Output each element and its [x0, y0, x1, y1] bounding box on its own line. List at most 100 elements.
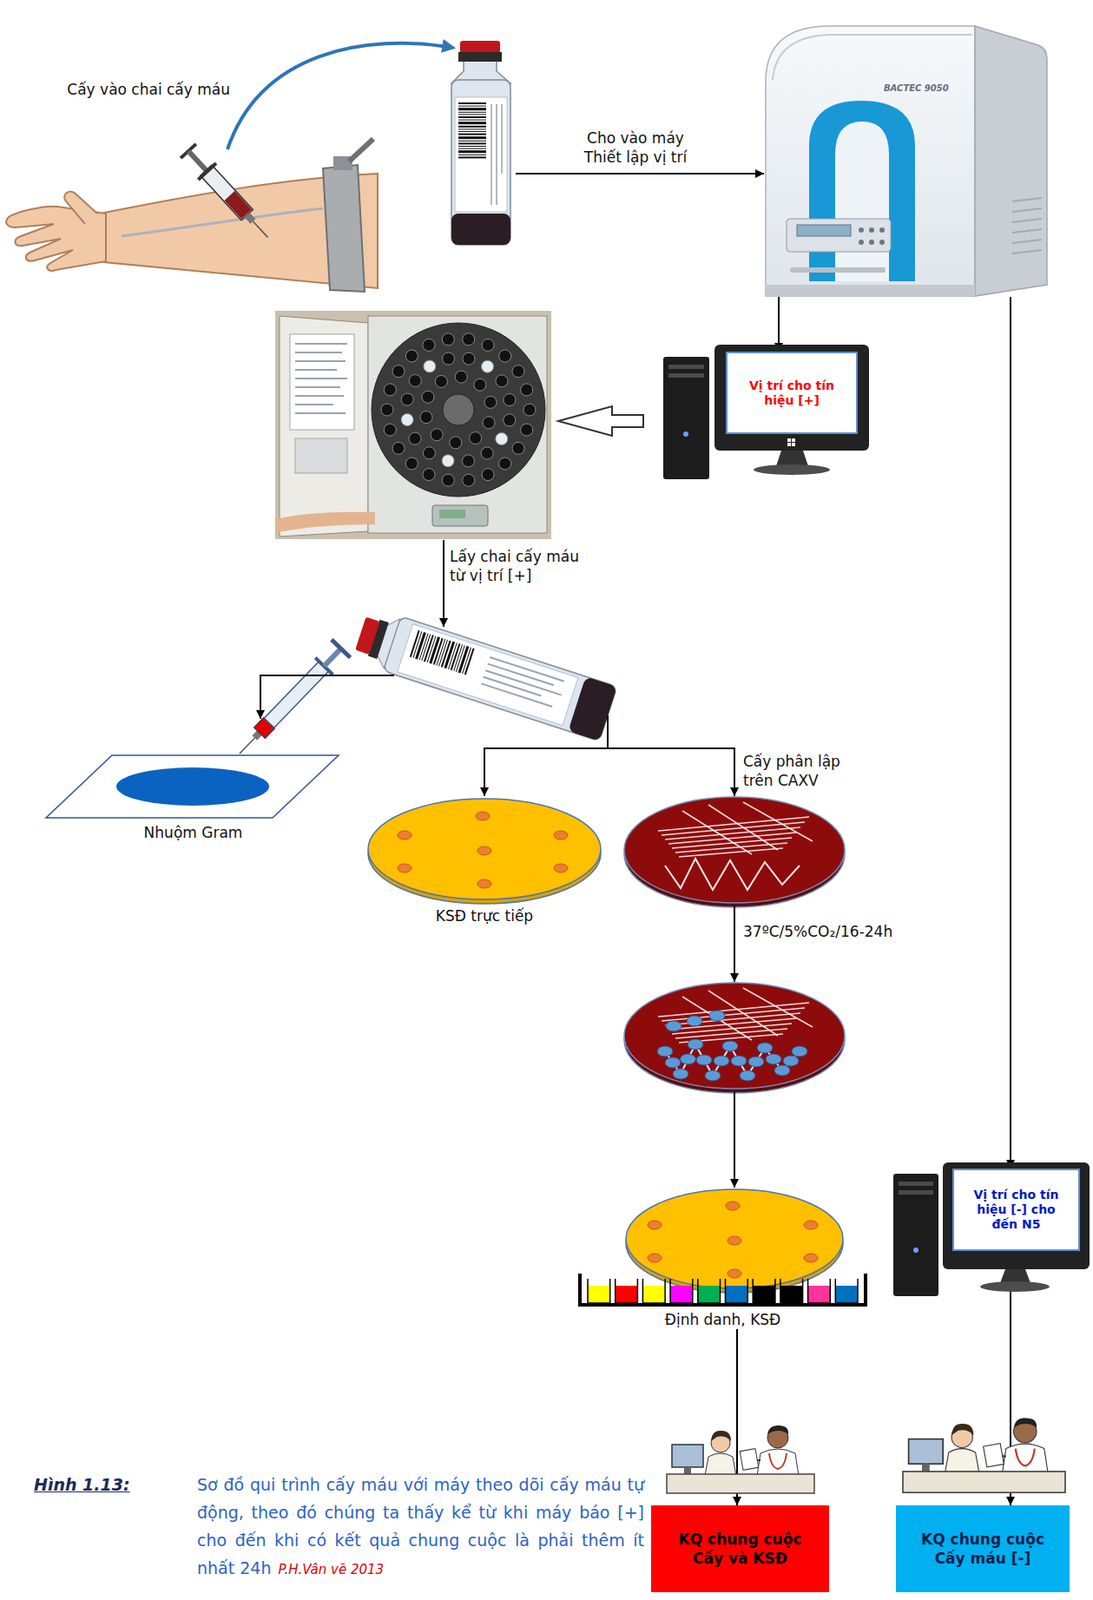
- susceptibility-plate: [368, 798, 601, 900]
- arm-illustration: [6, 138, 378, 292]
- staff-illustration: [1015, 1448, 1035, 1467]
- flow-arrow: [733, 1092, 736, 1188]
- blood-agar-plate: [757, 1042, 773, 1054]
- computer-illustration: [898, 1190, 934, 1195]
- susceptibility-plate: [397, 863, 412, 873]
- flow-arrow: [733, 905, 736, 982]
- identification-plate: [572, 1186, 873, 1311]
- computer-illustration: [898, 1181, 934, 1186]
- blood-agar-plate: [743, 987, 813, 1028]
- blood-culture-machine: [790, 267, 886, 273]
- blood-culture-machine: [869, 227, 875, 233]
- incubator-photo: [383, 423, 396, 436]
- gram-slide: Nhuộm Gram: [43, 751, 343, 843]
- incubator-photo: [481, 338, 494, 351]
- incubator-photo: [495, 375, 508, 388]
- blood-culture-machine: [835, 121, 889, 282]
- incubator-photo: [503, 394, 516, 407]
- blood-culture-bottle: [451, 40, 511, 245]
- blood-culture-bottle: [458, 102, 487, 159]
- screen-text: Vị trí cho tín hiệu [-] cho đến N5: [971, 1187, 1061, 1232]
- transfer-arrow: [227, 43, 454, 150]
- blood-agar-plate: [765, 1053, 782, 1065]
- screen-text: Vị trí cho tín hiệu [+]: [746, 378, 837, 409]
- incubator-photo: [295, 343, 348, 414]
- incubator-photo: [408, 374, 422, 387]
- result-box: KQ chung cuộc Cấy và KSĐ: [651, 1505, 830, 1593]
- identification-plate: [752, 1278, 776, 1304]
- computer-illustration: [663, 356, 710, 480]
- blood-culture-bottle: [458, 154, 487, 156]
- susceptibility-plate: [475, 811, 490, 821]
- staff-illustration: [902, 1417, 1066, 1493]
- syringe: [263, 661, 330, 729]
- blood-culture-bottle: [458, 116, 487, 119]
- blood-culture-bottle: [458, 156, 487, 159]
- staff-illustration: [757, 1448, 799, 1476]
- syringe: [252, 221, 268, 238]
- syringe: [179, 143, 277, 246]
- flow-arrow: [515, 172, 764, 175]
- blood-agar-plate: [665, 858, 800, 890]
- incubator-photo: [520, 383, 534, 396]
- staff-illustration: [704, 1453, 737, 1476]
- identification-plate: [587, 1278, 611, 1304]
- staff-illustration: [951, 1423, 974, 1436]
- syringe: [230, 639, 350, 764]
- blood-agar-plate: [665, 1020, 682, 1032]
- incubator-photo: [405, 457, 418, 470]
- incubator-photo: [408, 432, 422, 445]
- blood-agar-plate: [696, 1054, 712, 1066]
- syringe: [322, 647, 343, 669]
- incubator-photo: [442, 394, 475, 426]
- blood-culture-bottle: [355, 617, 381, 655]
- computer-illustration: [942, 1162, 1090, 1270]
- node-caption: Nhuộm Gram: [43, 823, 343, 843]
- blood-culture-machine: [809, 100, 916, 282]
- blood-culture-bottle: [460, 40, 501, 54]
- blood-culture-bottle: [451, 213, 511, 245]
- incubator-photo: [401, 393, 414, 406]
- blood-culture-machine: [786, 218, 891, 252]
- blood-agar-plate: [730, 1055, 747, 1067]
- blood-agar-plate: [672, 1068, 689, 1080]
- identification-plate: [647, 1220, 662, 1230]
- incubator-photo: [275, 512, 376, 534]
- identification-plate: [642, 1278, 666, 1304]
- result-box: KQ chung cuộc Cấy máu [-]: [895, 1505, 1070, 1593]
- blood-agar-plate: [783, 1055, 799, 1067]
- identification-plate: [752, 1285, 776, 1304]
- arm-illustration: [121, 208, 323, 237]
- blood-culture-machine: [796, 224, 851, 237]
- incubator-photo: [512, 441, 525, 455]
- blood-agar-plate: [624, 982, 845, 1093]
- computer-illustration: [1000, 1269, 1031, 1284]
- blood-culture-machine: [858, 227, 864, 233]
- flow-line: [483, 715, 736, 749]
- computer-illustration: [787, 442, 791, 447]
- computer-illustration: [668, 364, 705, 369]
- blood-culture-machine: [765, 26, 975, 297]
- blood-culture-bottle: [480, 657, 566, 709]
- arm-illustration: [64, 191, 98, 224]
- blood-agar-plate: [624, 796, 845, 908]
- incubator-photo: [499, 457, 512, 470]
- blood-culture-bottle: [458, 121, 487, 125]
- incubator-photo: [371, 322, 546, 497]
- staff-illustration: [684, 1467, 692, 1475]
- blood-agar-plate: [624, 796, 845, 903]
- susceptibility-plate: [553, 830, 568, 840]
- blood-culture-bottle: [458, 148, 487, 150]
- incubator-photo: [474, 378, 487, 391]
- identification-plate: [642, 1285, 666, 1304]
- node-caption: KSĐ trực tiếp: [364, 906, 605, 926]
- blood-culture-machine: [755, 10, 1052, 297]
- incubation-condition: 37ºC/5%CO₂/16-24h: [743, 921, 893, 942]
- staff-illustration: [739, 1448, 759, 1471]
- identification-plate: [808, 1278, 831, 1304]
- incubator-photo: [430, 428, 443, 442]
- blood-agar-plate: [709, 1010, 725, 1021]
- incubator-photo: [495, 433, 508, 446]
- blood-culture-machine: BACTEC 9050: [755, 10, 1052, 297]
- node-caption: BACTEC 9050: [883, 83, 949, 94]
